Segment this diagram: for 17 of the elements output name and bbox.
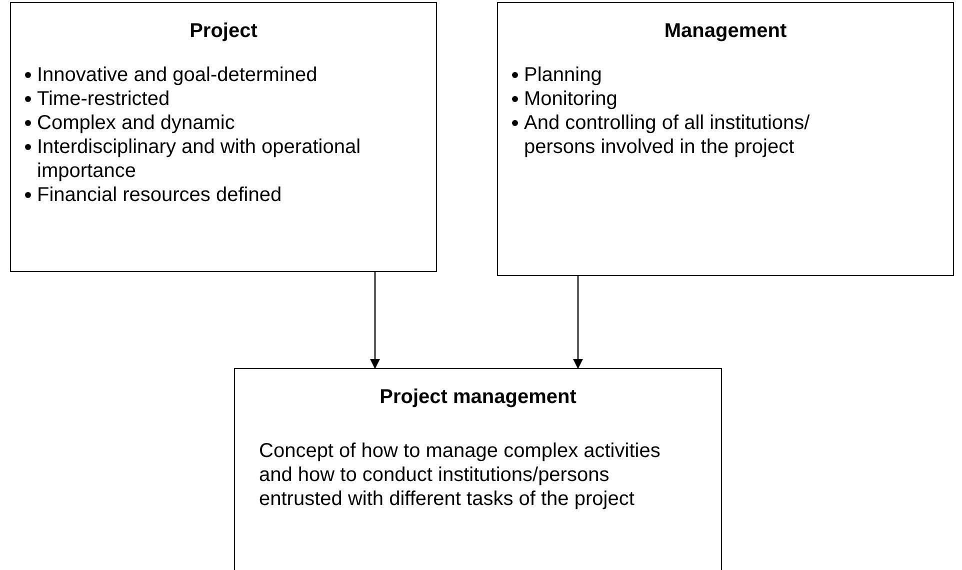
box-heading: Management bbox=[663, 19, 788, 43]
bullet-text: And controlling of all institutions/ persons involved in the project bbox=[524, 111, 811, 159]
arrow bbox=[573, 276, 583, 369]
box-heading: Project bbox=[188, 19, 258, 43]
bullet-text: Innovative and goal-determined bbox=[37, 63, 318, 87]
bullet-text: Interdisciplinary and with operational importance bbox=[37, 135, 362, 183]
bullet-text: Planning bbox=[524, 63, 602, 87]
bullet-text: Monitoring bbox=[524, 87, 618, 111]
box-heading: Project management bbox=[378, 385, 578, 409]
bullet-text: Financial resources defined bbox=[37, 183, 282, 207]
arrow bbox=[370, 272, 380, 369]
text-box bbox=[497, 2, 954, 276]
description-text: Concept of how to manage complex activities and how to conduct institutions/persons entrusted with different tasks of the project bbox=[259, 439, 662, 511]
text-box bbox=[234, 368, 722, 570]
bullet-text: Complex and dynamic bbox=[37, 111, 235, 135]
text-box bbox=[10, 2, 437, 272]
bullet-text: Time-restricted bbox=[37, 87, 170, 111]
